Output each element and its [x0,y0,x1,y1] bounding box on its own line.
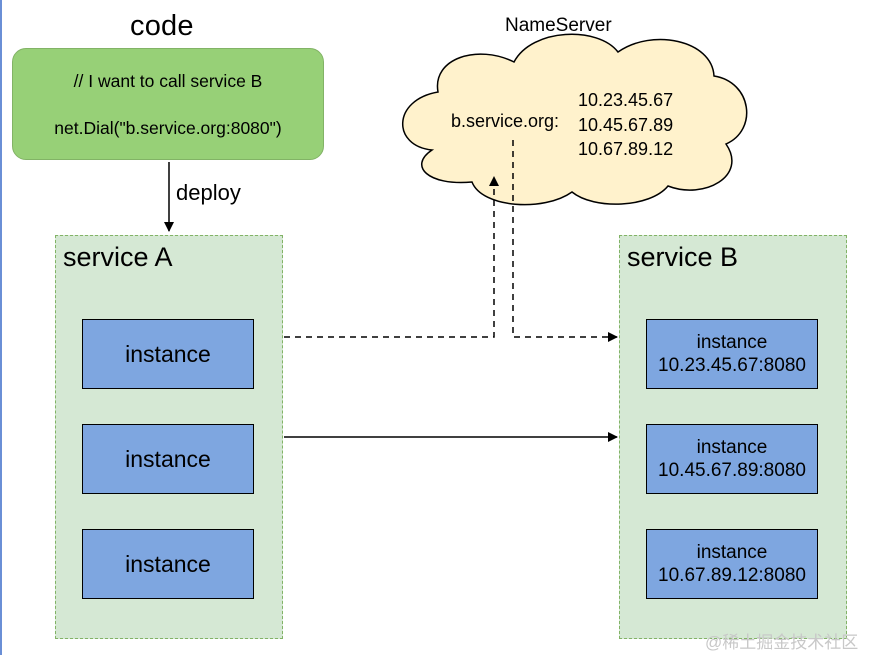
deploy-label: deploy [176,180,241,205]
service-a-instance: instance [82,319,254,389]
instance-label: instance [125,445,211,472]
service-a-instance: instance [82,424,254,494]
instance-label: instance [696,332,768,353]
code-comment: // I want to call service B [73,71,263,91]
code-title: code [130,10,194,42]
code-box: // I want to call service B net.Dial("b.… [12,48,324,160]
service-b-title: service B [627,242,739,272]
service-b-instance: instance 10.67.89.12:8080 [646,529,818,599]
service-a-title: service A [63,242,173,272]
instance-address: 10.67.89.12:8080 [658,565,806,586]
code-dial-call: net.Dial("b.service.org:8080") [54,118,282,138]
instance-label: instance [125,340,211,367]
left-frame-border [0,0,2,655]
lookup-arrow-to-nameserver [284,176,499,338]
instance-address: 10.23.45.67:8080 [658,355,806,376]
service-b-instance: instance 10.45.67.89:8080 [646,424,818,494]
nameserver-cloud [402,33,748,206]
instance-label: instance [125,550,211,577]
nameserver-ip: 10.45.67.89 [578,115,674,135]
watermark: @稀土掘金技术社区 [705,633,859,652]
instance-label: instance [696,437,768,458]
resolved-arrow-to-service-b [512,140,618,342]
instance-label: instance [696,542,768,563]
nameserver-host: b.service.org: [451,111,560,131]
nameserver-ip: 10.67.89.12 [578,139,674,159]
instance-address: 10.45.67.89:8080 [658,460,806,481]
service-b-instance: instance 10.23.45.67:8080 [646,319,818,389]
service-a-instance: instance [82,529,254,599]
nameserver-ip: 10.23.45.67 [578,90,674,110]
nameserver-title: NameServer [505,15,612,36]
